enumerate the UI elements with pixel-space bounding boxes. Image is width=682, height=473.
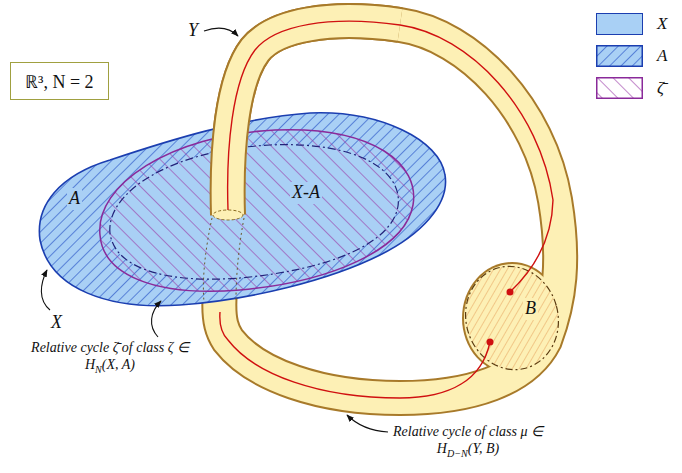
region-name: X-A [290, 182, 322, 204]
legend-swatch [596, 13, 643, 35]
leader-arrow [347, 415, 388, 432]
legend-text: A [657, 46, 667, 66]
legend-swatch [596, 77, 643, 99]
band-hole [213, 210, 243, 220]
cycle-mu [220, 312, 490, 398]
region-name: A [67, 188, 82, 210]
zeta-hatch [100, 130, 414, 292]
legend-swatch-ground [597, 78, 643, 99]
cycle-mu [228, 21, 553, 292]
x-minus-a-border [110, 145, 399, 279]
legend-text: ζ̄ [657, 78, 664, 98]
legend-swatch [596, 45, 643, 67]
legend-swatch-hatch [597, 78, 643, 99]
leader-arrow [204, 28, 238, 36]
band-y [228, 21, 400, 215]
region-b-hatch [454, 256, 570, 380]
space-box: ℝ³, N = 2 [10, 62, 109, 100]
band-outline [228, 21, 400, 215]
leader-arrow [152, 301, 161, 337]
region-name: X [51, 312, 62, 334]
hidden-tube-edge [203, 218, 212, 302]
legend-row: X [596, 8, 667, 40]
hidden-tube-edge [236, 218, 244, 300]
cycle-endpoint [507, 289, 514, 296]
legend-swatch-ground [597, 46, 643, 67]
cycle-caption: Relative cycle ζ̄ of class ζ ∈ HN(X, A) [30, 340, 190, 376]
band-name: Y [188, 20, 198, 42]
legend-text: X [657, 14, 667, 34]
node-text: ℝ³, N = 2 [25, 69, 108, 93]
legend-swatch-hatch [597, 46, 643, 67]
legend-row: ζ̄ [596, 72, 667, 104]
legend-row: A [596, 40, 667, 72]
legend: XAζ̄ [596, 8, 667, 104]
region-name: B [523, 298, 538, 320]
cycle-endpoint [487, 339, 494, 346]
zeta-border [100, 130, 414, 292]
leader-arrow [41, 270, 50, 310]
cycle-caption: Relative cycle of class μ ∈ HD−N(Y, B) [383, 424, 553, 460]
